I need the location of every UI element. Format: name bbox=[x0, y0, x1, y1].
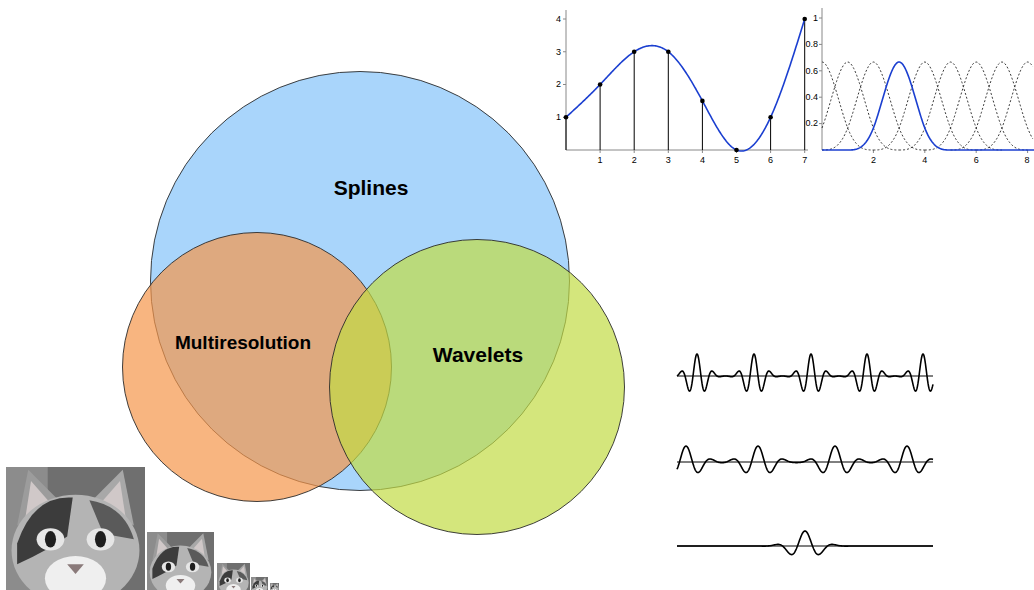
tick-label: 6 bbox=[974, 155, 979, 165]
basis-function bbox=[925, 62, 1028, 150]
tick-mark bbox=[563, 51, 566, 52]
tick-mark bbox=[770, 150, 771, 153]
tick-mark bbox=[702, 150, 703, 153]
circle-label: Wavelets bbox=[433, 343, 523, 367]
basis-function bbox=[822, 62, 925, 150]
tick-label: 4 bbox=[922, 155, 927, 165]
wavelets-circle: Wavelets bbox=[329, 239, 625, 535]
sample-dot bbox=[598, 82, 603, 87]
basis-function bbox=[822, 62, 873, 150]
sample-stem bbox=[770, 117, 771, 150]
tick-label: 2 bbox=[632, 155, 637, 165]
wavelet-curve bbox=[677, 531, 933, 555]
cat-image bbox=[270, 583, 279, 590]
cat-image bbox=[217, 563, 250, 590]
tick-label: 6 bbox=[768, 155, 773, 165]
basis-function bbox=[899, 62, 1002, 150]
tick-label: 0.2 bbox=[805, 118, 818, 128]
tick-label: 0.6 bbox=[805, 66, 818, 76]
tick-label: 2 bbox=[556, 79, 561, 89]
wavelet-curve bbox=[677, 446, 933, 473]
circle-label: Multiresolution bbox=[175, 332, 311, 354]
tick-mark bbox=[804, 150, 805, 153]
axis-line bbox=[566, 150, 808, 151]
tick-mark bbox=[563, 84, 566, 85]
axis-line bbox=[566, 10, 567, 150]
spline-curve bbox=[566, 19, 805, 151]
tick-mark bbox=[563, 19, 566, 20]
tick-label: 8 bbox=[1024, 155, 1029, 165]
bspline-plot bbox=[819, 8, 1034, 153]
sample-dot bbox=[734, 148, 739, 153]
tick-label: 4 bbox=[556, 14, 561, 24]
tick-mark bbox=[634, 150, 635, 153]
cat-image bbox=[6, 467, 145, 590]
tick-label: 1 bbox=[813, 13, 818, 23]
tick-mark bbox=[819, 97, 822, 98]
sample-dot bbox=[564, 115, 569, 120]
basis-function bbox=[976, 62, 1033, 150]
tick-mark bbox=[819, 70, 822, 71]
cat-image bbox=[147, 532, 214, 590]
circle-label: Splines bbox=[334, 176, 409, 200]
sample-stem bbox=[668, 52, 669, 150]
tick-label: 1 bbox=[556, 112, 561, 122]
sample-stem bbox=[634, 52, 635, 150]
interpolation-plot bbox=[563, 10, 808, 153]
sample-dot bbox=[802, 17, 807, 22]
basis-function bbox=[873, 62, 976, 150]
highlighted-bspline bbox=[822, 62, 1034, 150]
tick-label: 3 bbox=[666, 155, 671, 165]
sample-stem bbox=[600, 85, 601, 151]
tick-mark bbox=[819, 18, 822, 19]
sample-dot bbox=[632, 49, 637, 54]
tick-label: 4 bbox=[700, 155, 705, 165]
sample-stem bbox=[702, 101, 703, 150]
tick-mark bbox=[819, 44, 822, 45]
basis-function bbox=[822, 62, 899, 150]
sample-dot bbox=[768, 115, 773, 120]
circle-outline bbox=[329, 239, 625, 535]
circle-shape bbox=[330, 240, 625, 535]
basis-function bbox=[951, 62, 1033, 150]
tick-label: 2 bbox=[871, 155, 876, 165]
wavelet-plot bbox=[677, 354, 933, 555]
tick-label: 1 bbox=[598, 155, 603, 165]
sample-dot bbox=[700, 99, 705, 104]
tick-label: 0.8 bbox=[805, 39, 818, 49]
sample-stem bbox=[566, 117, 567, 150]
tick-mark bbox=[668, 150, 669, 153]
wavelet-curve bbox=[677, 354, 933, 391]
tick-label: 7 bbox=[802, 155, 807, 165]
tick-mark bbox=[819, 123, 822, 124]
tick-label: 3 bbox=[556, 47, 561, 57]
tick-label: 5 bbox=[734, 155, 739, 165]
axis-line bbox=[822, 8, 823, 150]
tick-mark bbox=[600, 150, 601, 153]
tick-label: 0.4 bbox=[805, 92, 818, 102]
cat-image bbox=[251, 577, 268, 590]
sample-dot bbox=[666, 49, 671, 54]
sample-stem bbox=[804, 19, 805, 150]
